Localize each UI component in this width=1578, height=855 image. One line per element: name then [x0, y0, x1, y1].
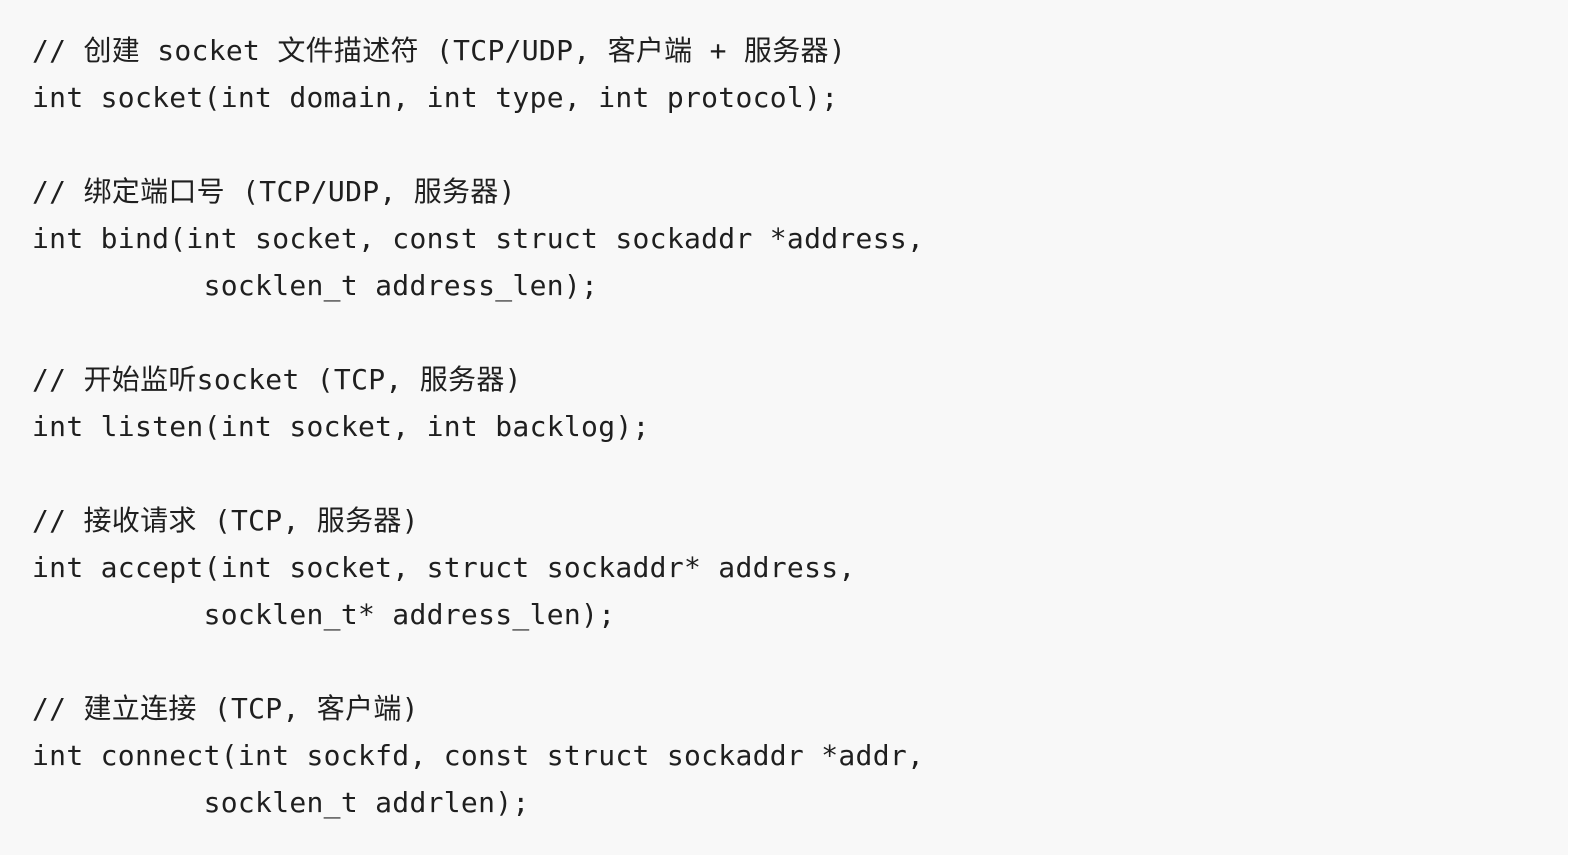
- code-bind-cont: socklen_t address_len);: [32, 269, 599, 302]
- comment-connect: // 建立连接 (TCP, 客户端): [32, 692, 419, 725]
- code-accept: int accept(int socket, struct sockaddr* …: [32, 551, 856, 584]
- blank-line: [32, 450, 1568, 497]
- comment-bind: // 绑定端口号 (TCP/UDP, 服务器): [32, 175, 516, 208]
- code-connect-cont: socklen_t addrlen);: [32, 786, 530, 819]
- blank-line: [32, 121, 1568, 168]
- code-bind: int bind(int socket, const struct sockad…: [32, 222, 925, 255]
- code-connect: int connect(int sockfd, const struct soc…: [32, 739, 925, 772]
- code-socket: int socket(int domain, int type, int pro…: [32, 81, 839, 114]
- blank-line: [32, 309, 1568, 356]
- comment-listen: // 开始监听socket (TCP, 服务器): [32, 363, 522, 396]
- code-listen: int listen(int socket, int backlog);: [32, 410, 650, 443]
- code-accept-cont: socklen_t* address_len);: [32, 598, 616, 631]
- comment-accept: // 接收请求 (TCP, 服务器): [32, 504, 419, 537]
- comment-socket: // 创建 socket 文件描述符 (TCP/UDP, 客户端 + 服务器): [32, 34, 846, 67]
- blank-line: [32, 638, 1568, 685]
